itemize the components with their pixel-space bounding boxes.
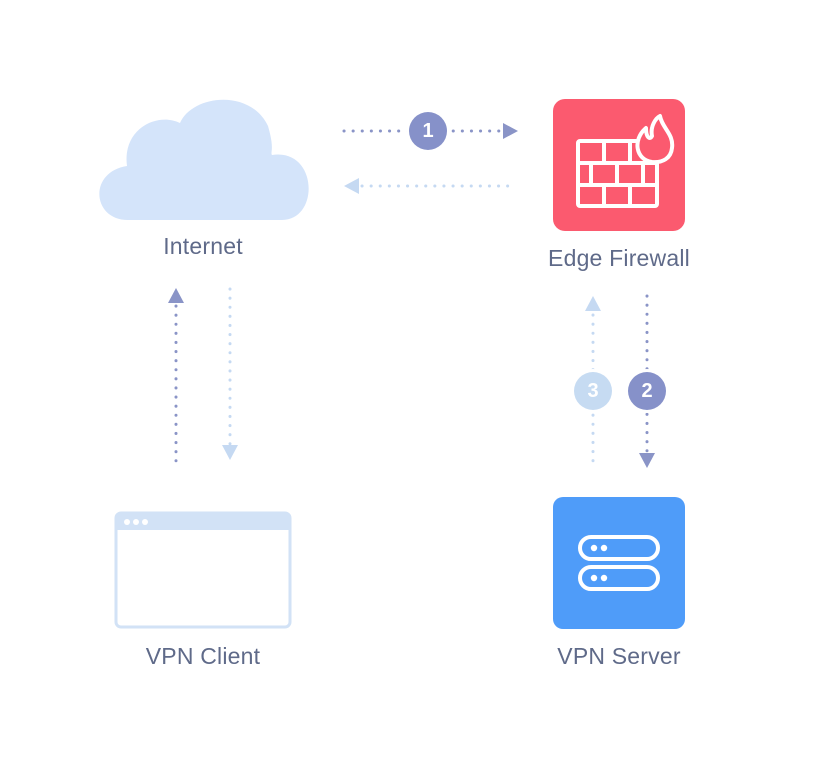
arrowhead-left [344,178,359,194]
vpn-client-label: VPN Client [145,643,261,669]
server-stack-icon [553,497,685,629]
arrowhead-down [222,445,238,460]
arrowhead-right [503,123,518,139]
step-badge-1: 1 [409,112,447,150]
edge-firewall-label: Edge Firewall [548,245,690,271]
step-badge-3: 3 [574,372,612,410]
browser-window-icon [114,511,292,629]
step-badge-2: 2 [628,372,666,410]
arrows [168,123,655,470]
vpn-server-label: VPN Server [557,643,681,669]
arrowhead-down [639,453,655,468]
firewall-brick-flame-icon [553,99,685,231]
cloud-icon [99,99,309,220]
arrowhead-up [168,288,184,303]
internet-label: Internet [163,233,243,259]
arrowhead-up [585,296,601,311]
